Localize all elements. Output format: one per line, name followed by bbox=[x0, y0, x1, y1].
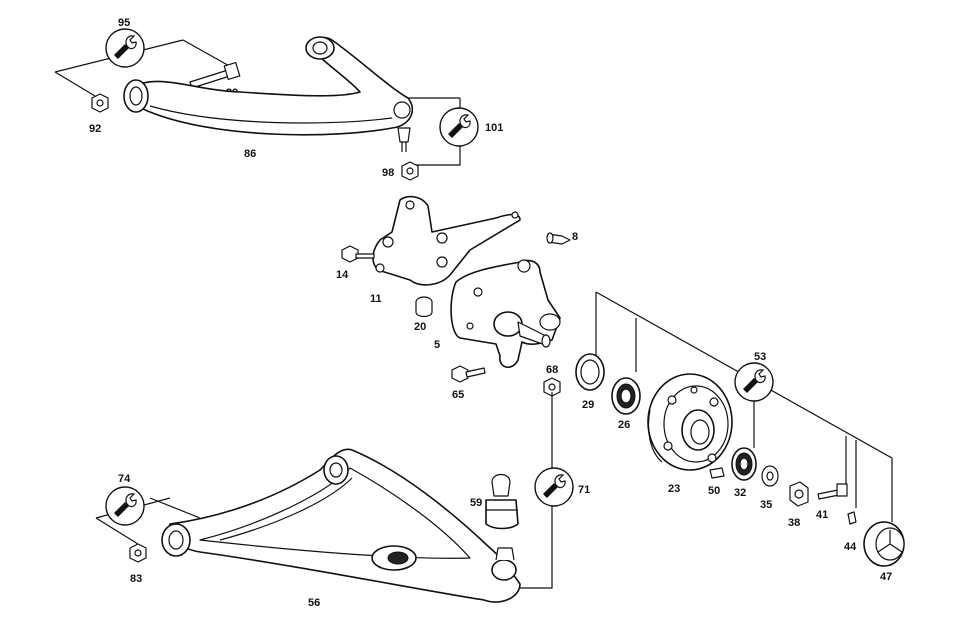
wrench-icon bbox=[105, 486, 145, 526]
bleeder-screw-8 bbox=[546, 232, 571, 245]
part-label-14: 14 bbox=[336, 269, 349, 281]
part-label-50: 50 bbox=[708, 485, 720, 497]
part-label-23: 23 bbox=[668, 483, 680, 495]
screw-41 bbox=[817, 483, 848, 500]
part-label-83: 83 bbox=[130, 573, 142, 585]
part-label-44: 44 bbox=[844, 541, 857, 553]
part-label-92: 92 bbox=[89, 123, 101, 135]
part-label-26: 26 bbox=[618, 419, 630, 431]
part-label-8: 8 bbox=[572, 231, 578, 243]
seal-29 bbox=[575, 353, 605, 391]
part-label-95: 95 bbox=[118, 17, 130, 29]
clamp-nut-38 bbox=[789, 481, 809, 507]
upper-control-arm-86 bbox=[123, 36, 414, 152]
ball-joint-59 bbox=[485, 473, 519, 530]
part-label-41: 41 bbox=[816, 509, 828, 521]
part-label-38: 38 bbox=[788, 517, 800, 529]
part-label-56: 56 bbox=[308, 597, 320, 609]
upper-arm-group: 95 89 92 86 101 bbox=[54, 17, 503, 181]
part-label-86: 86 bbox=[244, 148, 256, 160]
nut-68 bbox=[543, 377, 561, 397]
part-label-5: 5 bbox=[434, 339, 440, 351]
part-label-71: 71 bbox=[578, 484, 590, 496]
nut-92 bbox=[91, 93, 109, 113]
wrench-icon bbox=[439, 107, 479, 147]
knuckle-group: 11 14 8 20 5 bbox=[336, 195, 578, 401]
wheel-hub-23 bbox=[647, 373, 733, 471]
part-label-59: 59 bbox=[470, 497, 482, 509]
part-label-53: 53 bbox=[754, 351, 766, 363]
steering-knuckle-5 bbox=[450, 259, 561, 368]
bolt-89 bbox=[189, 61, 241, 89]
wrench-icon bbox=[534, 467, 574, 507]
part-label-101: 101 bbox=[485, 122, 503, 134]
nut-98 bbox=[401, 161, 419, 181]
lower-arm-group: 74 71 83 59 56 bbox=[95, 392, 590, 609]
stud-50 bbox=[709, 467, 725, 479]
hub-cap-47 bbox=[863, 521, 905, 567]
nut-83 bbox=[129, 543, 147, 563]
wrench-icon bbox=[105, 28, 145, 68]
hub-group: 53 29 26 23 bbox=[575, 291, 905, 583]
part-label-65: 65 bbox=[452, 389, 464, 401]
part-label-20: 20 bbox=[414, 321, 426, 333]
part-label-29: 29 bbox=[582, 399, 594, 411]
part-label-32: 32 bbox=[734, 487, 746, 499]
bolt-14 bbox=[341, 245, 375, 263]
contact-spring-44 bbox=[847, 511, 857, 525]
bracket-11 bbox=[372, 195, 521, 286]
part-label-98: 98 bbox=[382, 167, 394, 179]
leader-line-71 bbox=[512, 392, 553, 589]
part-label-47: 47 bbox=[880, 571, 892, 583]
part-label-68: 68 bbox=[546, 364, 558, 376]
lower-control-arm-56 bbox=[161, 448, 521, 603]
bearing-32 bbox=[731, 447, 757, 481]
part-label-11: 11 bbox=[370, 293, 382, 305]
wrench-icon bbox=[734, 362, 774, 402]
part-label-74: 74 bbox=[118, 473, 131, 485]
bushing-20 bbox=[415, 296, 433, 318]
bolt-65 bbox=[451, 365, 486, 383]
part-label-35: 35 bbox=[760, 499, 772, 511]
washer-35 bbox=[761, 465, 779, 487]
bearing-26 bbox=[611, 377, 641, 415]
